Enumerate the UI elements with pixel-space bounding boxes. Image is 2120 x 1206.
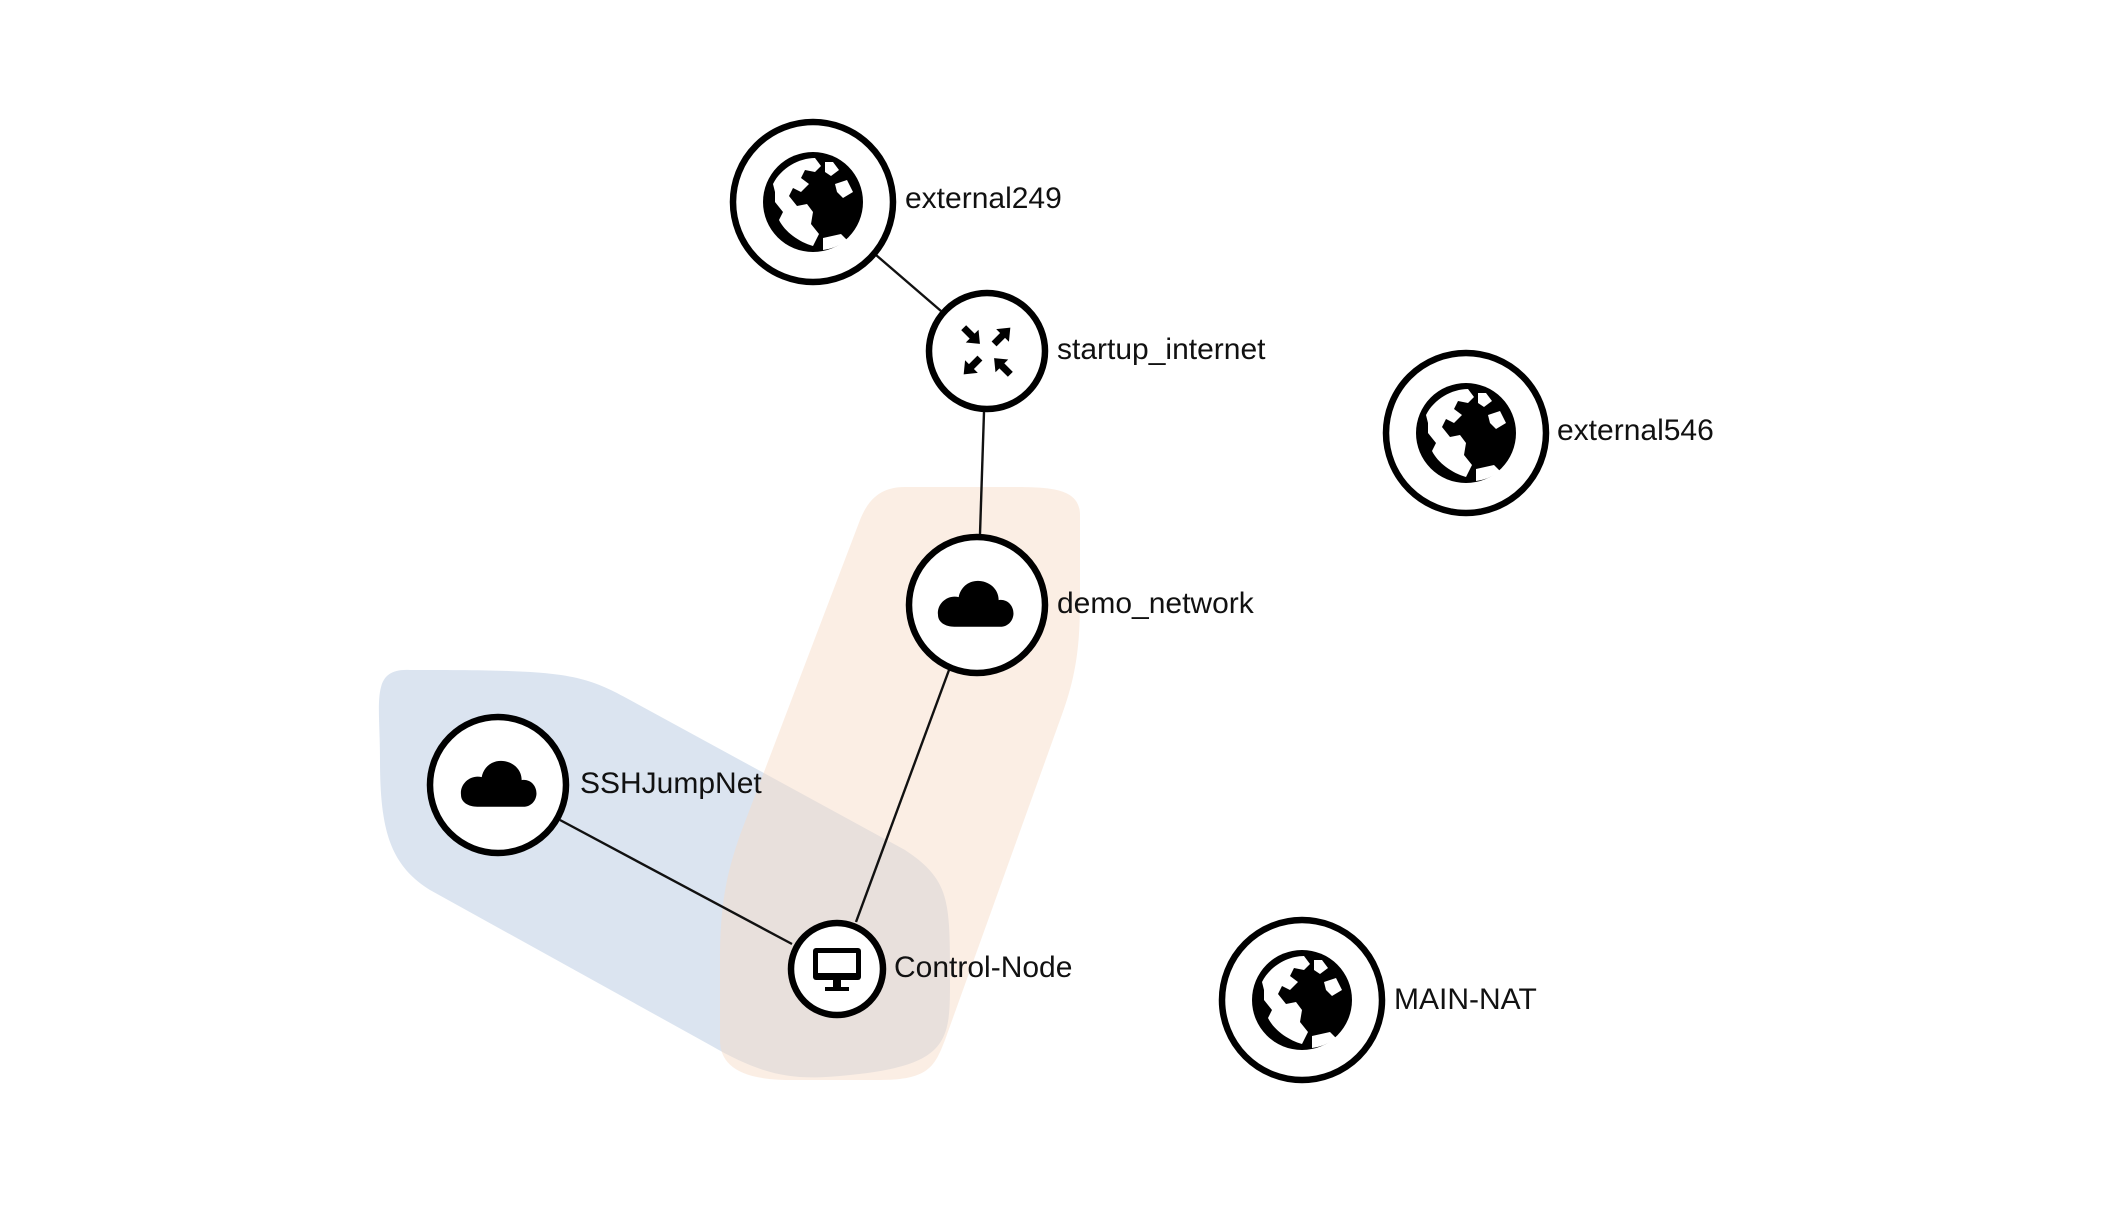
node-label-demo-network: demo_network: [1057, 587, 1255, 620]
node-label-external546: external546: [1557, 414, 1714, 447]
node-control-node[interactable]: [787, 919, 887, 1019]
link-sshjumpnet-control-node: [559, 818, 793, 946]
link-demo-network-control-node: [854, 669, 951, 923]
link-startup-internet-demo-network: [978, 411, 986, 535]
node-external249[interactable]: [729, 118, 897, 286]
node-sshjumpnet[interactable]: [426, 713, 570, 857]
link-external249-startup-internet: [875, 254, 942, 312]
node-label-control-node: Control-Node: [894, 951, 1072, 984]
globe-icon: [1252, 950, 1352, 1050]
node-main-nat[interactable]: [1218, 916, 1386, 1084]
node-label-sshjumpnet: SSHJumpNet: [580, 767, 762, 800]
node-demo-network[interactable]: [905, 533, 1049, 677]
node-startup-internet[interactable]: [925, 289, 1049, 413]
node-external546[interactable]: [1382, 349, 1550, 517]
node-label-external249: external249: [905, 182, 1062, 215]
globe-icon: [1416, 383, 1516, 483]
globe-icon: [763, 152, 863, 252]
node-label-main-nat: MAIN-NAT: [1394, 983, 1537, 1016]
node-label-startup-internet: startup_internet: [1057, 333, 1266, 366]
